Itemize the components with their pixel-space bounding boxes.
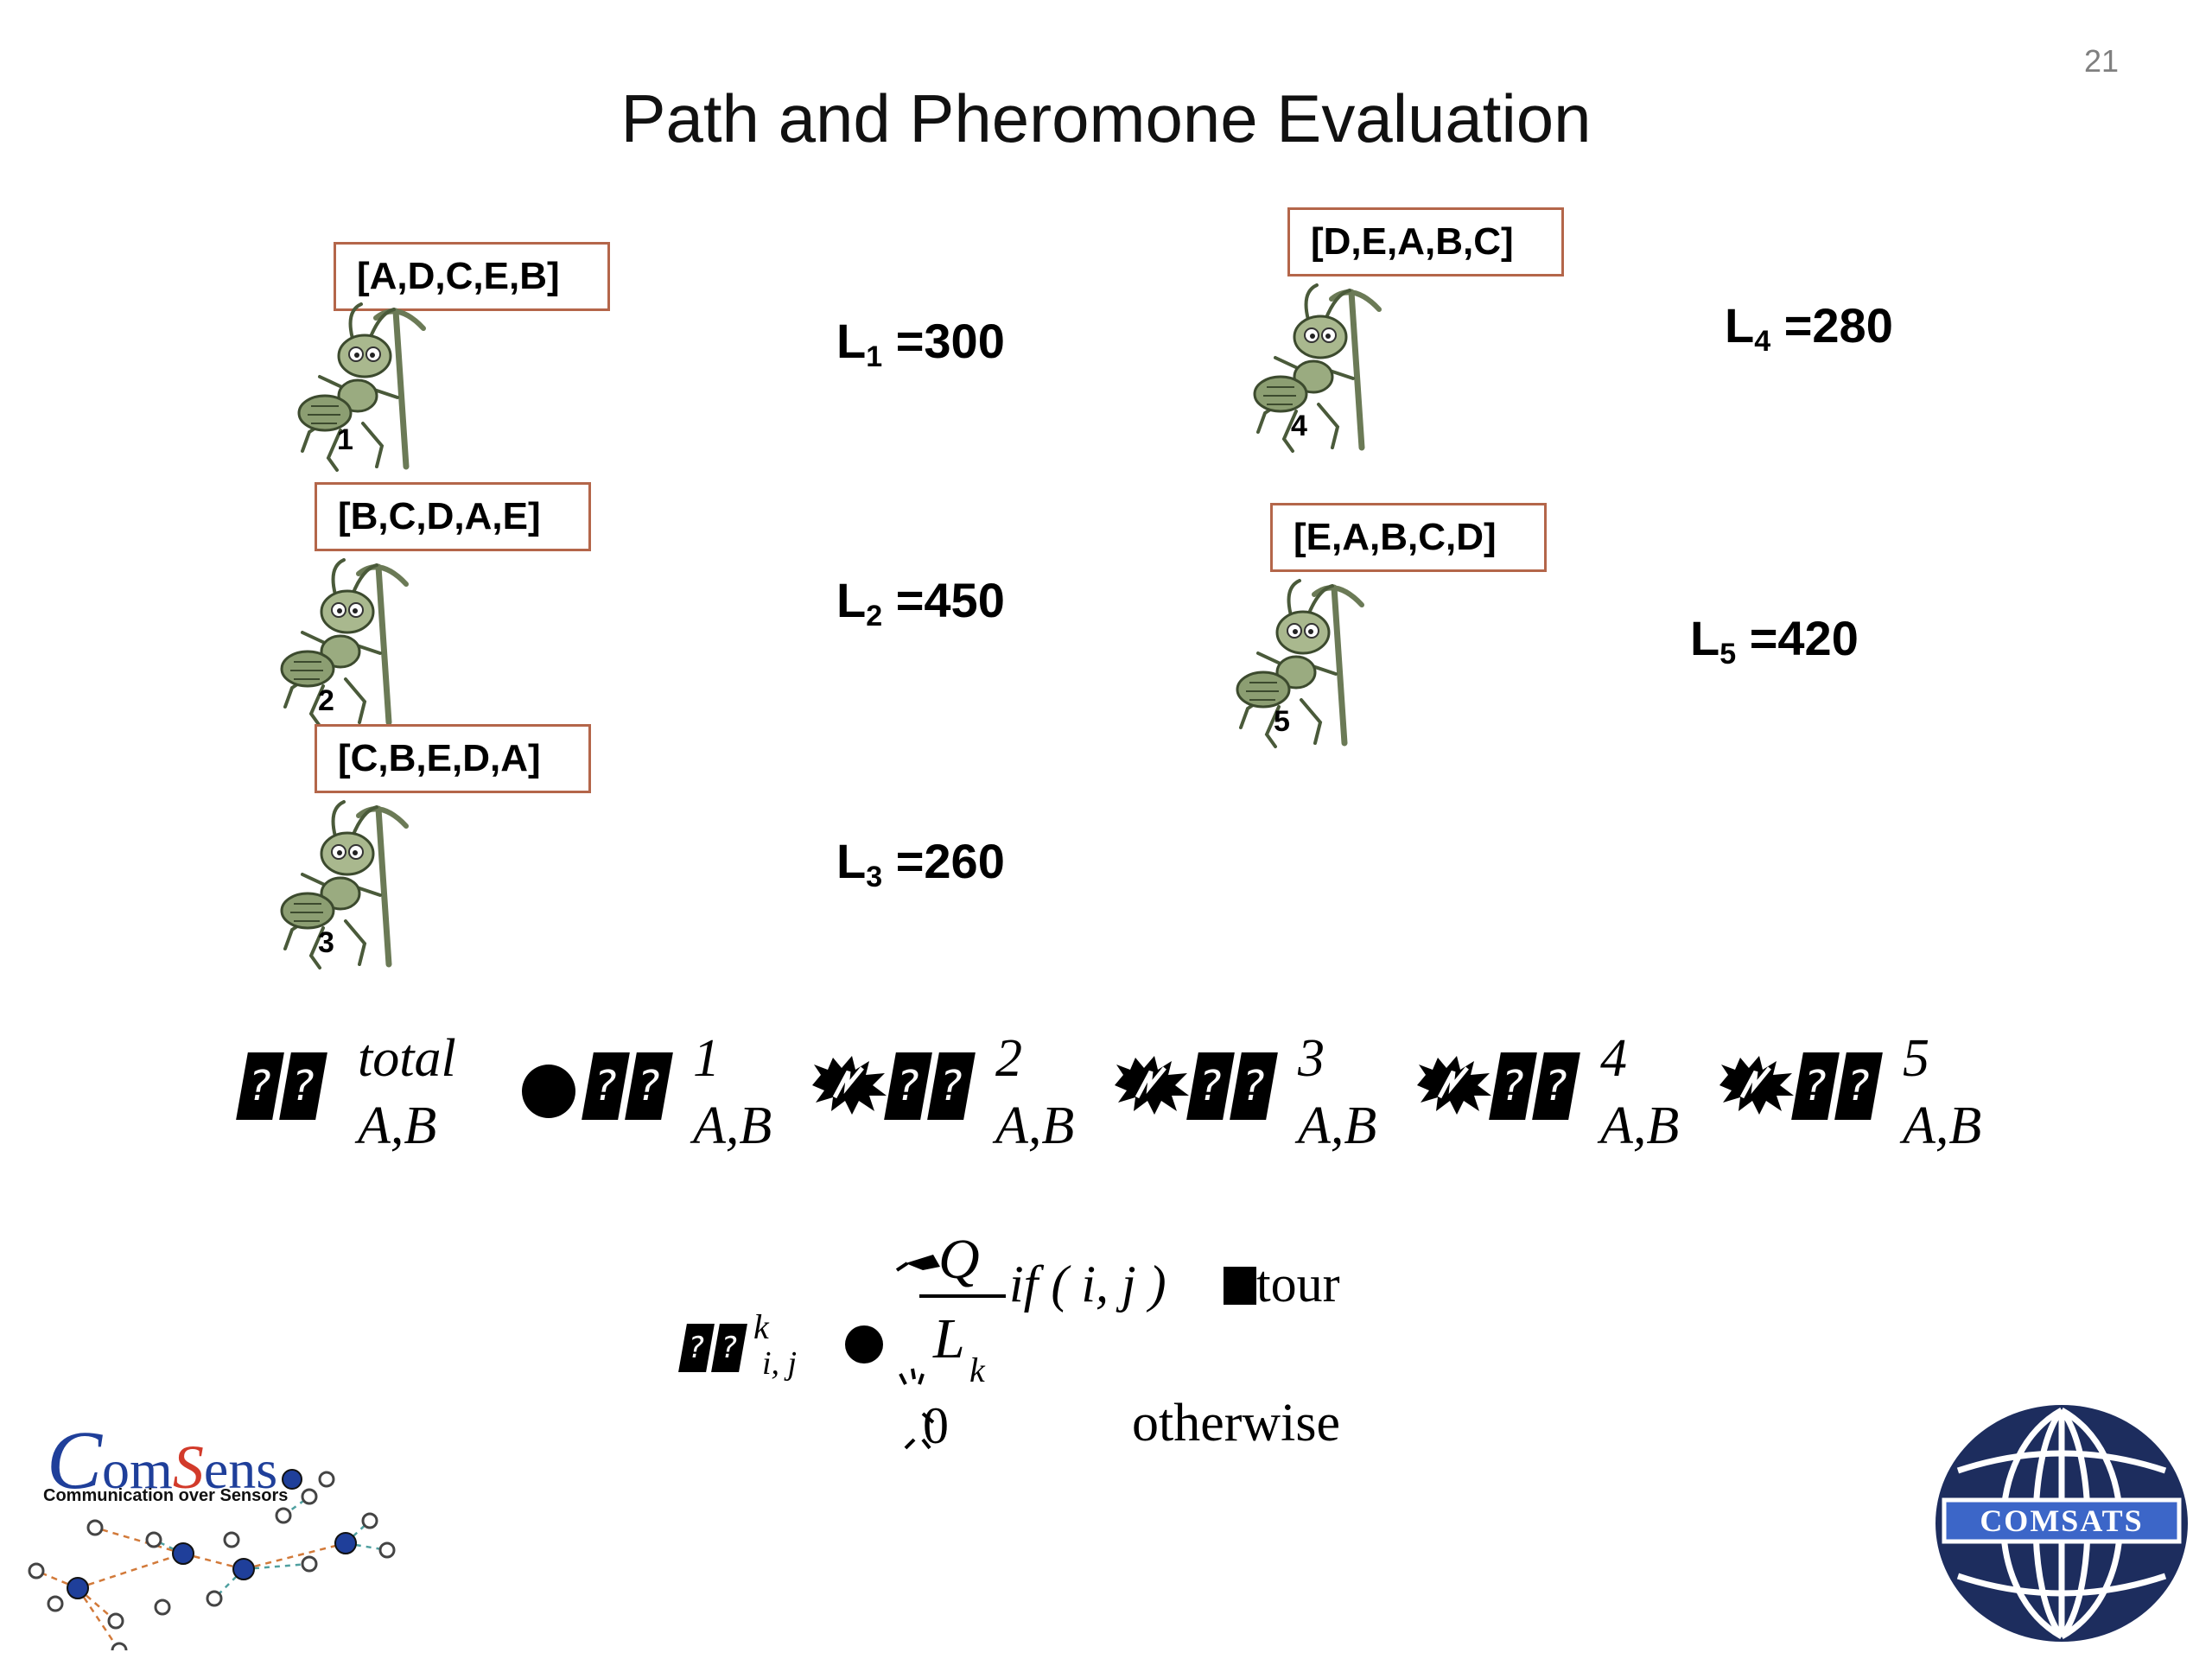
length-ant-1: L1 =300: [836, 314, 1005, 373]
delta-numerator: Q: [938, 1228, 980, 1291]
formula-term-4: ??: [1489, 1052, 1581, 1120]
length-ant-3: L3 =260: [836, 834, 1005, 893]
missing-glyph-icon: ?: [582, 1052, 630, 1120]
sensor-network-icon: [28, 1469, 396, 1650]
delta-symbol: ??: [678, 1324, 748, 1372]
comsens-wordmark: ComSens: [47, 1414, 278, 1506]
missing-glyph-icon: ?: [678, 1324, 715, 1372]
comsats-globe-icon: [1936, 1405, 2188, 1642]
comsens-tagline: Communication over Sensors: [43, 1486, 289, 1505]
path-box-ant-2: [B,C,D,A,E]: [315, 482, 591, 551]
missing-glyph-icon: ?: [1489, 1052, 1537, 1120]
element-of-glyph-icon: [1224, 1267, 1256, 1305]
equals-dot-icon: [522, 1065, 588, 1122]
slide-title: Path and Pheromone Evaluation: [620, 80, 1592, 156]
length-ant-5: L5 =420: [1690, 611, 1859, 671]
missing-glyph-icon: ?: [1834, 1052, 1883, 1120]
equals-dot-icon: [845, 1325, 895, 1368]
missing-glyph-icon: ?: [1532, 1052, 1580, 1120]
missing-glyph-icon: ?: [884, 1052, 932, 1120]
missing-glyph-icon: ?: [1230, 1052, 1278, 1120]
delta-sup: k: [753, 1307, 769, 1346]
ant-1-number: 1: [337, 423, 353, 456]
formula-sub-1: A,B: [693, 1096, 772, 1155]
formula-term-2: ??: [884, 1052, 976, 1120]
delta-zero: 0: [923, 1397, 949, 1454]
delta-sub: i, j: [762, 1345, 798, 1382]
formula-sub-2: A,B: [995, 1096, 1075, 1155]
formula-sup-4: 4: [1600, 1029, 1627, 1088]
plus-splat-icon: [809, 1054, 888, 1116]
formula-sup-2: 2: [995, 1029, 1022, 1088]
ant-4-illustration: [1241, 275, 1396, 456]
ant-1-illustration: [285, 294, 441, 475]
path-box-ant-1: [A,D,C,E,B]: [334, 242, 610, 311]
fraction-bar: [919, 1294, 1006, 1298]
formula-sub-5: A,B: [1903, 1096, 1982, 1155]
formula-sup-5: 5: [1903, 1029, 1929, 1088]
missing-glyph-icon: ?: [279, 1052, 327, 1120]
comsats-logo: COMSATS: [1932, 1402, 2191, 1645]
delta-denominator: L: [933, 1307, 965, 1370]
missing-glyph-icon: ?: [236, 1052, 284, 1120]
plus-splat-icon: [1111, 1054, 1191, 1116]
ant-3-illustration: [268, 791, 423, 973]
length-ant-2: L2 =450: [836, 573, 1005, 632]
formula-sup-3: 3: [1298, 1029, 1325, 1088]
path-box-ant-4: [D,E,A,B,C]: [1287, 207, 1564, 276]
comsats-wordmark: COMSATS: [1980, 1503, 2144, 1538]
missing-glyph-icon: ?: [927, 1052, 976, 1120]
length-ant-4: L4 =280: [1725, 298, 1893, 358]
comsens-logo: ComSens Communication over Sensors: [24, 1417, 422, 1650]
ant-5-illustration: [1224, 570, 1379, 752]
missing-glyph-icon: ?: [1791, 1052, 1840, 1120]
formula-sub-4: A,B: [1600, 1096, 1680, 1155]
missing-glyph-icon: ?: [711, 1324, 747, 1372]
missing-glyph-icon: ?: [1186, 1052, 1235, 1120]
path-box-ant-3: [C,B,E,D,A]: [315, 724, 591, 793]
formula-sub-3: A,B: [1298, 1096, 1377, 1155]
delta-condition-word: tour: [1256, 1255, 1340, 1313]
ant-2-illustration: [268, 550, 423, 731]
delta-pheromone-formula: ?? k i, j Q L k if ( i, j ) tour 0 other…: [678, 1227, 1460, 1469]
formula-sup-total: total: [358, 1029, 456, 1088]
ant-4-number: 4: [1291, 410, 1307, 442]
plus-splat-icon: [1716, 1054, 1796, 1116]
plus-splat-icon: [1414, 1054, 1493, 1116]
path-box-ant-5: [E,A,B,C,D]: [1270, 503, 1547, 572]
page-number: 21: [2084, 43, 2120, 79]
delta-otherwise: otherwise: [1132, 1394, 1341, 1452]
formula-term-1: ??: [582, 1052, 674, 1120]
total-pheromone-formula: ?? total A,B ?? 1 A,B ?? 2 A,B ?? 3 A,B …: [236, 1028, 2056, 1166]
formula-term-5: ??: [1791, 1052, 1884, 1120]
ant-2-number: 2: [318, 684, 334, 717]
ant-3-number: 3: [318, 926, 334, 959]
ant-5-number: 5: [1274, 705, 1290, 738]
delta-condition: if ( i, j ): [1009, 1255, 1166, 1313]
formula-sub-total: A,B: [358, 1096, 437, 1155]
formula-term-3: ??: [1186, 1052, 1279, 1120]
missing-glyph-icon: ?: [625, 1052, 673, 1120]
delta-denominator-sub: k: [969, 1351, 985, 1389]
formula-term-total: ??: [236, 1052, 328, 1120]
brace-fragments: [895, 1255, 940, 1450]
formula-sup-1: 1: [693, 1029, 720, 1088]
